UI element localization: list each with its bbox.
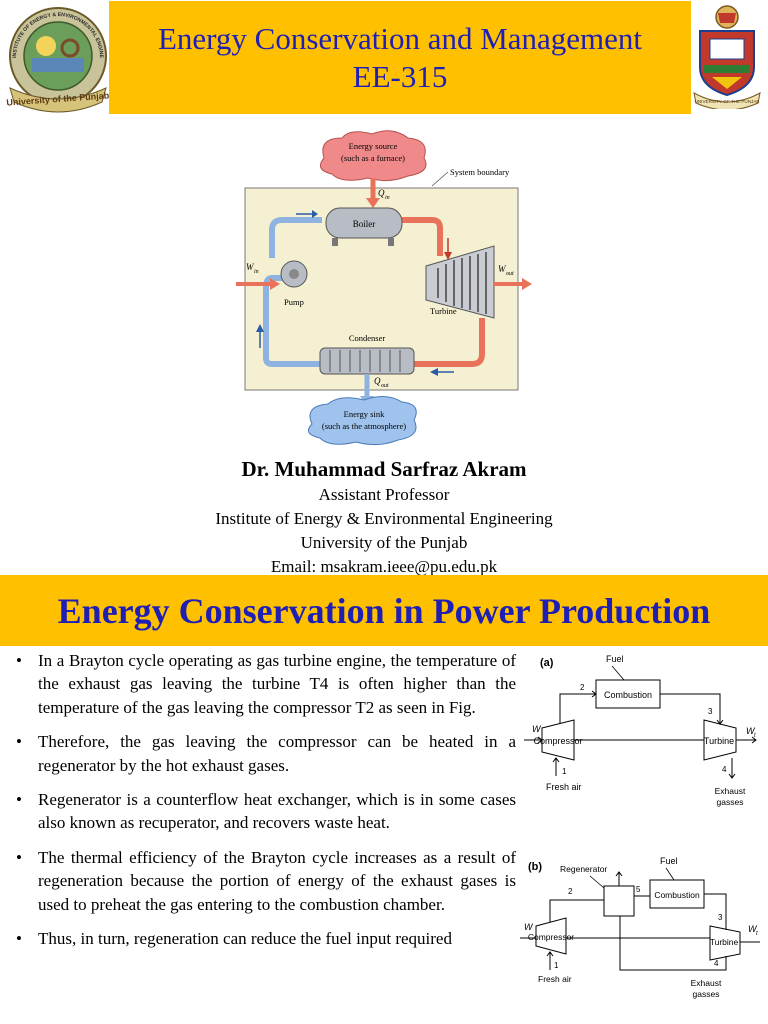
fig-b-fuel: Fuel bbox=[660, 856, 678, 866]
bullet-item: Regenerator is a counterflow heat exchan… bbox=[14, 788, 516, 835]
energy-sink-label-2: (such as the atmosphere) bbox=[322, 421, 406, 431]
fig-a-compressor: Compressor bbox=[533, 736, 582, 746]
author-university: University of the Punjab bbox=[300, 533, 468, 552]
q-out-sub: out bbox=[381, 383, 389, 389]
energy-source-label-2: (such as a furnace) bbox=[341, 153, 405, 163]
fig-b-regenerator-box bbox=[603, 885, 635, 917]
fig-b-exhaust-2: gasses bbox=[693, 989, 720, 999]
boiler-label: Boiler bbox=[353, 219, 376, 229]
author-name: Dr. Muhammad Sarfraz Akram bbox=[241, 457, 527, 481]
author-institute: Institute of Energy & Environmental Engi… bbox=[215, 509, 553, 528]
course-code: EE-315 bbox=[352, 58, 448, 94]
condenser-label: Condenser bbox=[349, 333, 386, 343]
condenser: Condenser bbox=[319, 333, 415, 375]
author-info: Dr. Muhammad Sarfraz Akram Assistant Pro… bbox=[0, 455, 768, 579]
fig-b-combustion-box bbox=[649, 879, 705, 909]
section-title: Energy Conservation in Power Production bbox=[57, 590, 711, 631]
pump: Pump bbox=[280, 260, 308, 307]
fig-b-fresh-air: Fresh air bbox=[538, 974, 572, 984]
institute-logo: INSTITUTE OF ENERGY & ENVIRONMENTAL ENGI… bbox=[0, 0, 114, 114]
fig-b-turbine: Turbine bbox=[710, 937, 739, 947]
fig-a-n4: 4 bbox=[722, 765, 727, 774]
fig-a-wt-sub: t bbox=[754, 733, 756, 739]
fig-b-n3: 3 bbox=[718, 913, 723, 922]
fig-a-exhaust-2: gasses bbox=[717, 797, 744, 807]
university-crest-logo: UNIVERSITY OF THE PUNJAB bbox=[690, 3, 764, 111]
fig-b-label: (b) bbox=[528, 861, 542, 873]
w-out-label: W bbox=[498, 264, 507, 274]
fig-a-combustion-box bbox=[595, 679, 661, 709]
q-out-label: Q bbox=[374, 376, 381, 386]
brayton-figure-b: (b) Regenerator Fuel Combustion Compress… bbox=[520, 852, 766, 1004]
fig-b-n4: 4 bbox=[714, 959, 719, 968]
fig-a-w: W bbox=[532, 724, 542, 734]
energy-sink-cloud: Energy sink (such as the atmosphere) bbox=[307, 396, 417, 446]
fig-a-turbine: Turbine bbox=[704, 736, 734, 746]
fig-a-fuel: Fuel bbox=[606, 654, 624, 664]
fig-a-wt: W bbox=[746, 726, 756, 736]
bullet-item: The thermal efficiency of the Brayton cy… bbox=[14, 846, 516, 916]
fig-a-turbine-shape bbox=[703, 719, 737, 761]
system-boundary-label: System boundary bbox=[450, 167, 510, 177]
turbine: Turbine bbox=[425, 245, 495, 319]
fig-b-regenerator: Regenerator bbox=[560, 864, 607, 874]
rankine-cycle-diagram: Energy source (such as a furnace) Q in S… bbox=[232, 128, 538, 452]
fig-b-compressor: Compressor bbox=[528, 932, 574, 942]
turbine-label: Turbine bbox=[430, 306, 457, 316]
fig-a-n3: 3 bbox=[708, 707, 713, 716]
fig-a-n2: 2 bbox=[580, 683, 585, 692]
brayton-figure-a: (a) Fuel Combustion Compressor Turbine 2… bbox=[520, 648, 766, 818]
fig-b-exhaust-1: Exhaust bbox=[691, 978, 722, 988]
fig-a-label: (a) bbox=[540, 657, 554, 669]
fig-b-turbine-shape bbox=[709, 925, 741, 961]
fig-a-compressor-shape bbox=[541, 719, 575, 761]
course-title-band: Energy Conservation and Management EE-31… bbox=[109, 1, 691, 114]
fig-b-wt-sub: t bbox=[756, 931, 758, 937]
logo-right-banner: UNIVERSITY OF THE PUNJAB bbox=[695, 99, 760, 104]
course-title: Energy Conservation and Management bbox=[157, 20, 643, 56]
author-email: Email: msakram.ieee@pu.edu.pk bbox=[270, 557, 498, 576]
energy-sink-label-1: Energy sink bbox=[344, 409, 385, 419]
q-in-sub: in bbox=[385, 195, 390, 201]
bullet-item: Thus, in turn, regeneration can reduce t… bbox=[14, 927, 516, 951]
fig-a-exhaust-1: Exhaust bbox=[715, 786, 746, 796]
w-in-label: W bbox=[246, 262, 255, 272]
pump-label: Pump bbox=[284, 297, 304, 307]
fig-b-n1: 1 bbox=[554, 961, 559, 970]
bullet-list: In a Brayton cycle operating as gas turb… bbox=[14, 649, 516, 961]
fig-a-combustion: Combustion bbox=[604, 690, 652, 700]
w-out-sub: out bbox=[506, 271, 514, 277]
bullet-item: Therefore, the gas leaving the compresso… bbox=[14, 730, 516, 777]
fig-b-compressor-shape bbox=[535, 917, 567, 955]
fig-a-fresh-air: Fresh air bbox=[546, 782, 582, 792]
energy-source-cloud: Energy source (such as a furnace) bbox=[319, 130, 427, 182]
fig-b-n2: 2 bbox=[568, 887, 573, 896]
fig-b-n5: 5 bbox=[636, 885, 641, 894]
boiler: Boiler bbox=[325, 207, 403, 246]
fig-b-combustion: Combustion bbox=[654, 890, 700, 900]
energy-source-label-1: Energy source bbox=[349, 141, 398, 151]
fig-b-wt: W bbox=[748, 924, 758, 934]
author-position: Assistant Professor bbox=[318, 485, 450, 504]
section-title-band: Energy Conservation in Power Production bbox=[0, 575, 768, 646]
bullet-item: In a Brayton cycle operating as gas turb… bbox=[14, 649, 516, 719]
fig-a-n1: 1 bbox=[562, 767, 567, 776]
q-in-label: Q bbox=[378, 188, 385, 198]
fig-b-w: W bbox=[524, 922, 534, 932]
w-in-sub: in bbox=[254, 269, 259, 275]
